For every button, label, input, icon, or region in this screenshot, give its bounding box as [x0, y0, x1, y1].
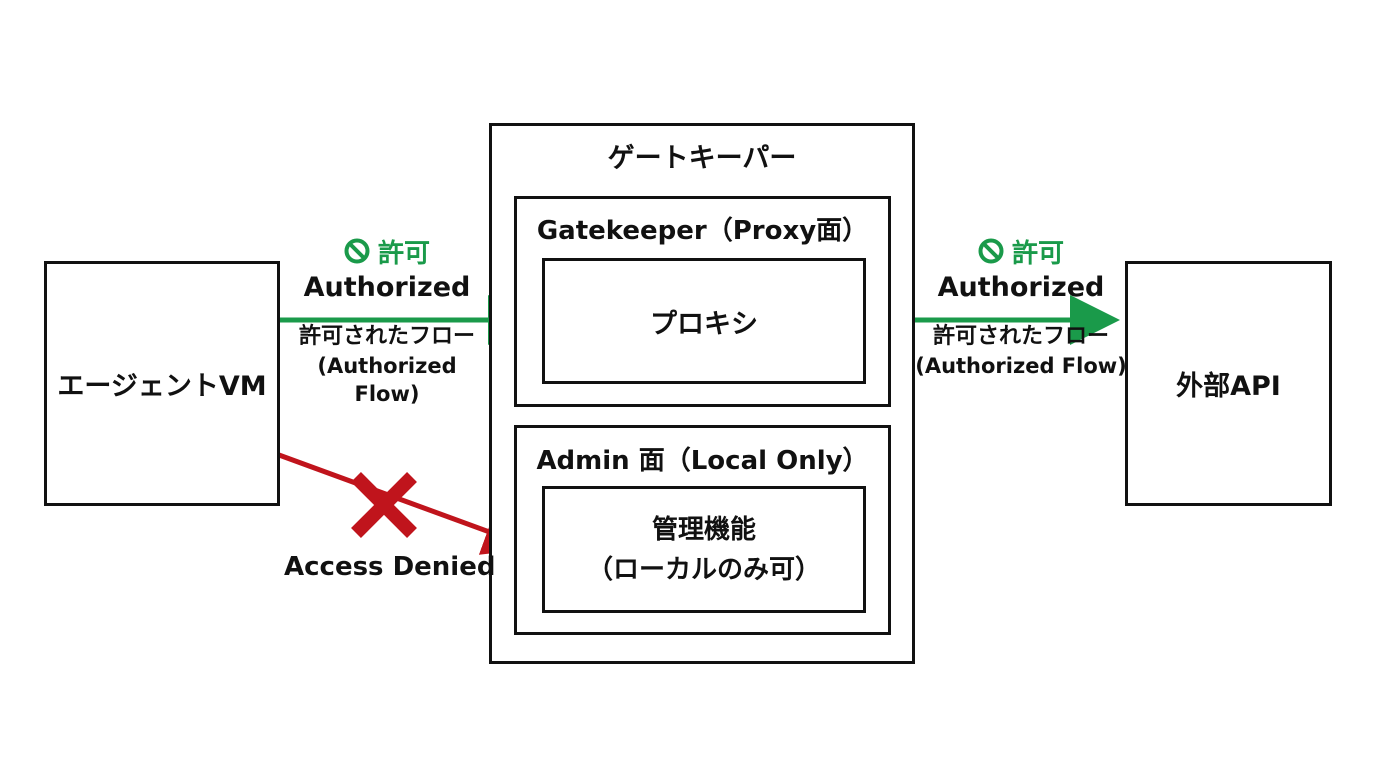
no-entry-icon: [978, 238, 1004, 264]
left-flow-labels: 許可 Authorized 許可されたフロー (Authorized Flow): [282, 234, 492, 406]
external-api-label: 外部API: [1176, 371, 1281, 402]
admin-plane-title: Admin 面（Local Only）: [536, 446, 869, 476]
admin-function-line2: （ローカルのみ可）: [586, 554, 821, 585]
arrow-agent-to-admin-denied: [278, 452, 535, 555]
right-authorized-label: Authorized: [937, 272, 1105, 303]
cross-mark-icon: [351, 472, 417, 538]
proxy-box: プロキシ: [542, 258, 866, 384]
agent-vm-label: エージェントVM: [57, 371, 267, 402]
left-permit-line: 許可: [282, 234, 492, 269]
gatekeeper-title: ゲートキーパー: [607, 143, 797, 174]
proxy-label: プロキシ: [650, 308, 758, 340]
access-denied-label: Access Denied: [284, 552, 496, 582]
right-flow-labels: 許可 Authorized 許可されたフロー (Authorized Flow): [915, 234, 1127, 380]
left-flow-jp-label: 許可されたフロー: [298, 324, 475, 349]
no-entry-icon: [344, 238, 370, 264]
left-authorized-label: Authorized: [303, 272, 471, 303]
left-flow-en-label: (Authorized Flow): [317, 354, 457, 406]
admin-function-line1: 管理機能: [651, 514, 756, 545]
left-permit-label: 許可: [377, 238, 430, 269]
agent-vm-box: エージェントVM: [44, 261, 280, 506]
external-api-box: 外部API: [1125, 261, 1332, 506]
proxy-plane-title: Gatekeeper（Proxy面）: [536, 216, 869, 246]
admin-function-box: 管理機能 （ローカルのみ可）: [542, 486, 866, 613]
right-permit-label: 許可: [1011, 238, 1064, 269]
right-flow-en-label: (Authorized Flow): [915, 354, 1127, 378]
right-permit-line: 許可: [915, 234, 1127, 269]
right-flow-jp-label: 許可されたフロー: [932, 324, 1109, 349]
